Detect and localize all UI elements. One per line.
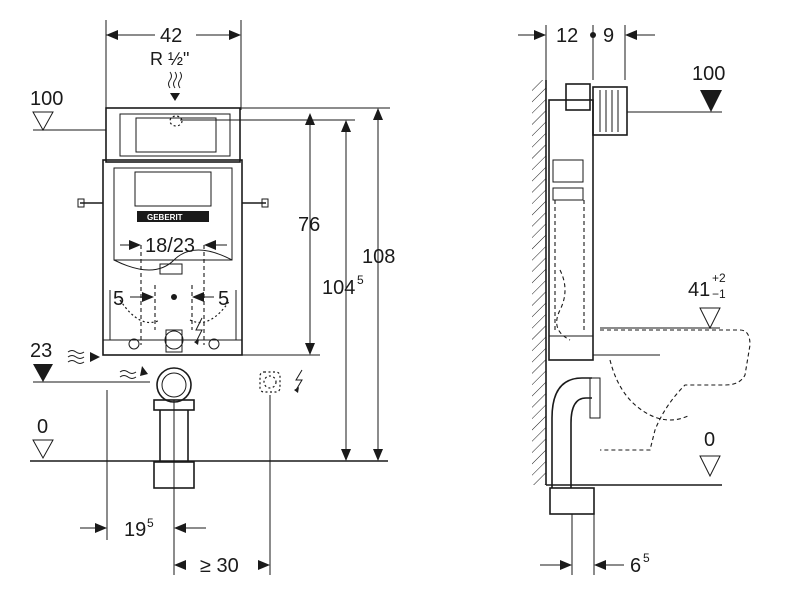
level-triangle-icon bbox=[33, 364, 53, 382]
dim-drain-offset: 19 bbox=[124, 519, 146, 541]
dimension-depth: 12 9 bbox=[518, 25, 655, 80]
level-41: 41 bbox=[688, 279, 710, 301]
dim-offset-right: 5 bbox=[218, 288, 229, 310]
dim-bottom-side-sup: 5 bbox=[643, 551, 650, 565]
dimension-bottom-side: 6 5 bbox=[540, 514, 650, 577]
level-triangle-icon bbox=[32, 439, 54, 460]
floor-line-front: 0 bbox=[30, 416, 388, 462]
water-wave-icon bbox=[168, 71, 182, 101]
level-triangle-icon bbox=[32, 111, 54, 132]
level-0-front: 0 bbox=[37, 416, 48, 438]
water-connection-label: R ½" bbox=[150, 49, 189, 69]
dim-drain-offset-sup: 5 bbox=[147, 516, 154, 530]
dimension-top-width: 42 bbox=[105, 20, 242, 110]
dim-height-104: 104 bbox=[322, 277, 355, 299]
dim-offset-left: 5 bbox=[113, 288, 124, 310]
level-triangle-icon bbox=[699, 455, 721, 478]
level-marker-41: 41 +2 −1 bbox=[600, 271, 726, 330]
dim-height-108: 108 bbox=[362, 246, 395, 268]
level-0-side: 0 bbox=[704, 429, 715, 451]
dim-bottom-side: 6 bbox=[630, 555, 641, 577]
level-triangle-icon bbox=[699, 307, 721, 330]
front-view: 42 R ½" 100 GEBERIT bbox=[30, 20, 395, 577]
level-23: 23 bbox=[30, 340, 52, 362]
dimension-heights: 76 104 5 108 bbox=[180, 107, 395, 461]
dim-top-width: 42 bbox=[160, 25, 182, 47]
wall bbox=[532, 80, 547, 485]
dim-center-spacing: 18/23 bbox=[145, 235, 195, 257]
level-41-minus: −1 bbox=[712, 287, 726, 301]
level-marker-100-side: 100 bbox=[627, 63, 725, 113]
dim-depth-right: 9 bbox=[603, 25, 614, 47]
level-marker-100-front: 100 bbox=[30, 88, 106, 132]
side-frame bbox=[548, 83, 660, 361]
level-triangle-icon bbox=[700, 90, 722, 112]
side-drain-pipe bbox=[549, 377, 601, 515]
level-41-plus: +2 bbox=[712, 271, 726, 285]
toilet-outline bbox=[600, 329, 751, 451]
electric-bolt-icon bbox=[294, 369, 303, 393]
floor-line-side: 0 bbox=[546, 429, 722, 486]
frame-body: GEBERIT bbox=[77, 107, 269, 356]
dim-height-104-sup: 5 bbox=[357, 273, 364, 287]
dimension-bottom: 19 5 ≥ 30 bbox=[80, 390, 271, 577]
electrical-box bbox=[259, 369, 303, 393]
dimension-offsets: 5 5 bbox=[113, 285, 229, 330]
dim-min-offset: ≥ 30 bbox=[200, 555, 239, 577]
brand-logo: GEBERIT bbox=[147, 213, 183, 222]
water-wave-icon bbox=[67, 350, 148, 379]
level-100-front: 100 bbox=[30, 88, 63, 110]
dim-depth-left: 12 bbox=[556, 25, 578, 47]
side-view: 12 9 bbox=[518, 25, 751, 577]
dim-height-76: 76 bbox=[298, 214, 320, 236]
level-100-side: 100 bbox=[692, 63, 725, 85]
level-marker-23: 23 bbox=[30, 340, 150, 383]
electric-bolt-icon bbox=[194, 317, 203, 345]
